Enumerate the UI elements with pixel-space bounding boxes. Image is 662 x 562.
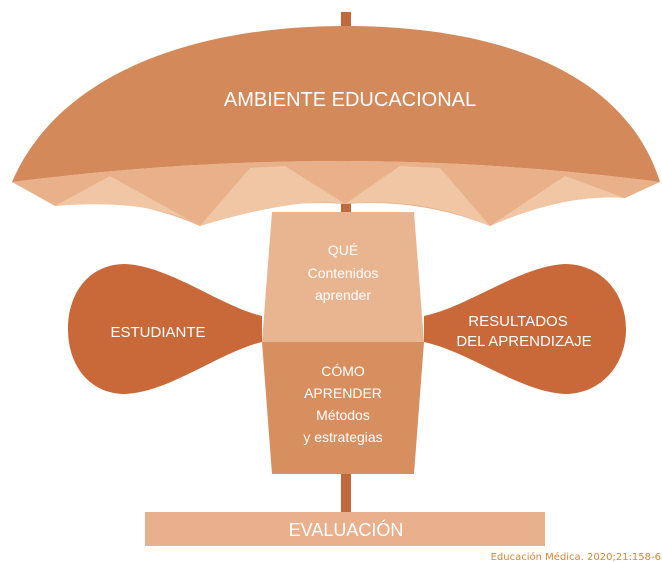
canopy-underside [12, 161, 660, 226]
left-lobe-label: ESTUDIANTE [110, 324, 205, 341]
canopy-underside-panel-center [200, 166, 345, 226]
right-lobe-label-line1: RESULTADOS [468, 313, 567, 330]
como-line2: APRENDER [304, 385, 382, 401]
right-lobe [424, 264, 626, 394]
como-title: CÓMO [321, 363, 365, 379]
umbrella-title: AMBIENTE EDUCACIONAL [224, 89, 476, 111]
como-line4: y estrategias [303, 429, 382, 445]
citation-text: Educación Médica. 2020;21:158-6 [491, 551, 661, 562]
que-title: QUÉ [328, 242, 358, 258]
evaluation-bar [145, 512, 545, 546]
evaluation-label: EVALUACIÓN [289, 519, 404, 540]
canopy-underside-panel-far-right [490, 176, 625, 226]
que-line2: Contenidos [308, 265, 379, 281]
que-line3: aprender [315, 287, 371, 303]
como-box [262, 342, 424, 474]
right-lobe-label-line2: DEL APRENDIZAJE [456, 333, 591, 350]
como-line3: Métodos [316, 407, 370, 423]
umbrella-canopy [12, 26, 660, 182]
left-lobe [68, 264, 262, 394]
canopy-underside-panel-right [345, 166, 490, 226]
que-box [262, 212, 424, 342]
canopy-underside-panel-left [55, 176, 200, 226]
